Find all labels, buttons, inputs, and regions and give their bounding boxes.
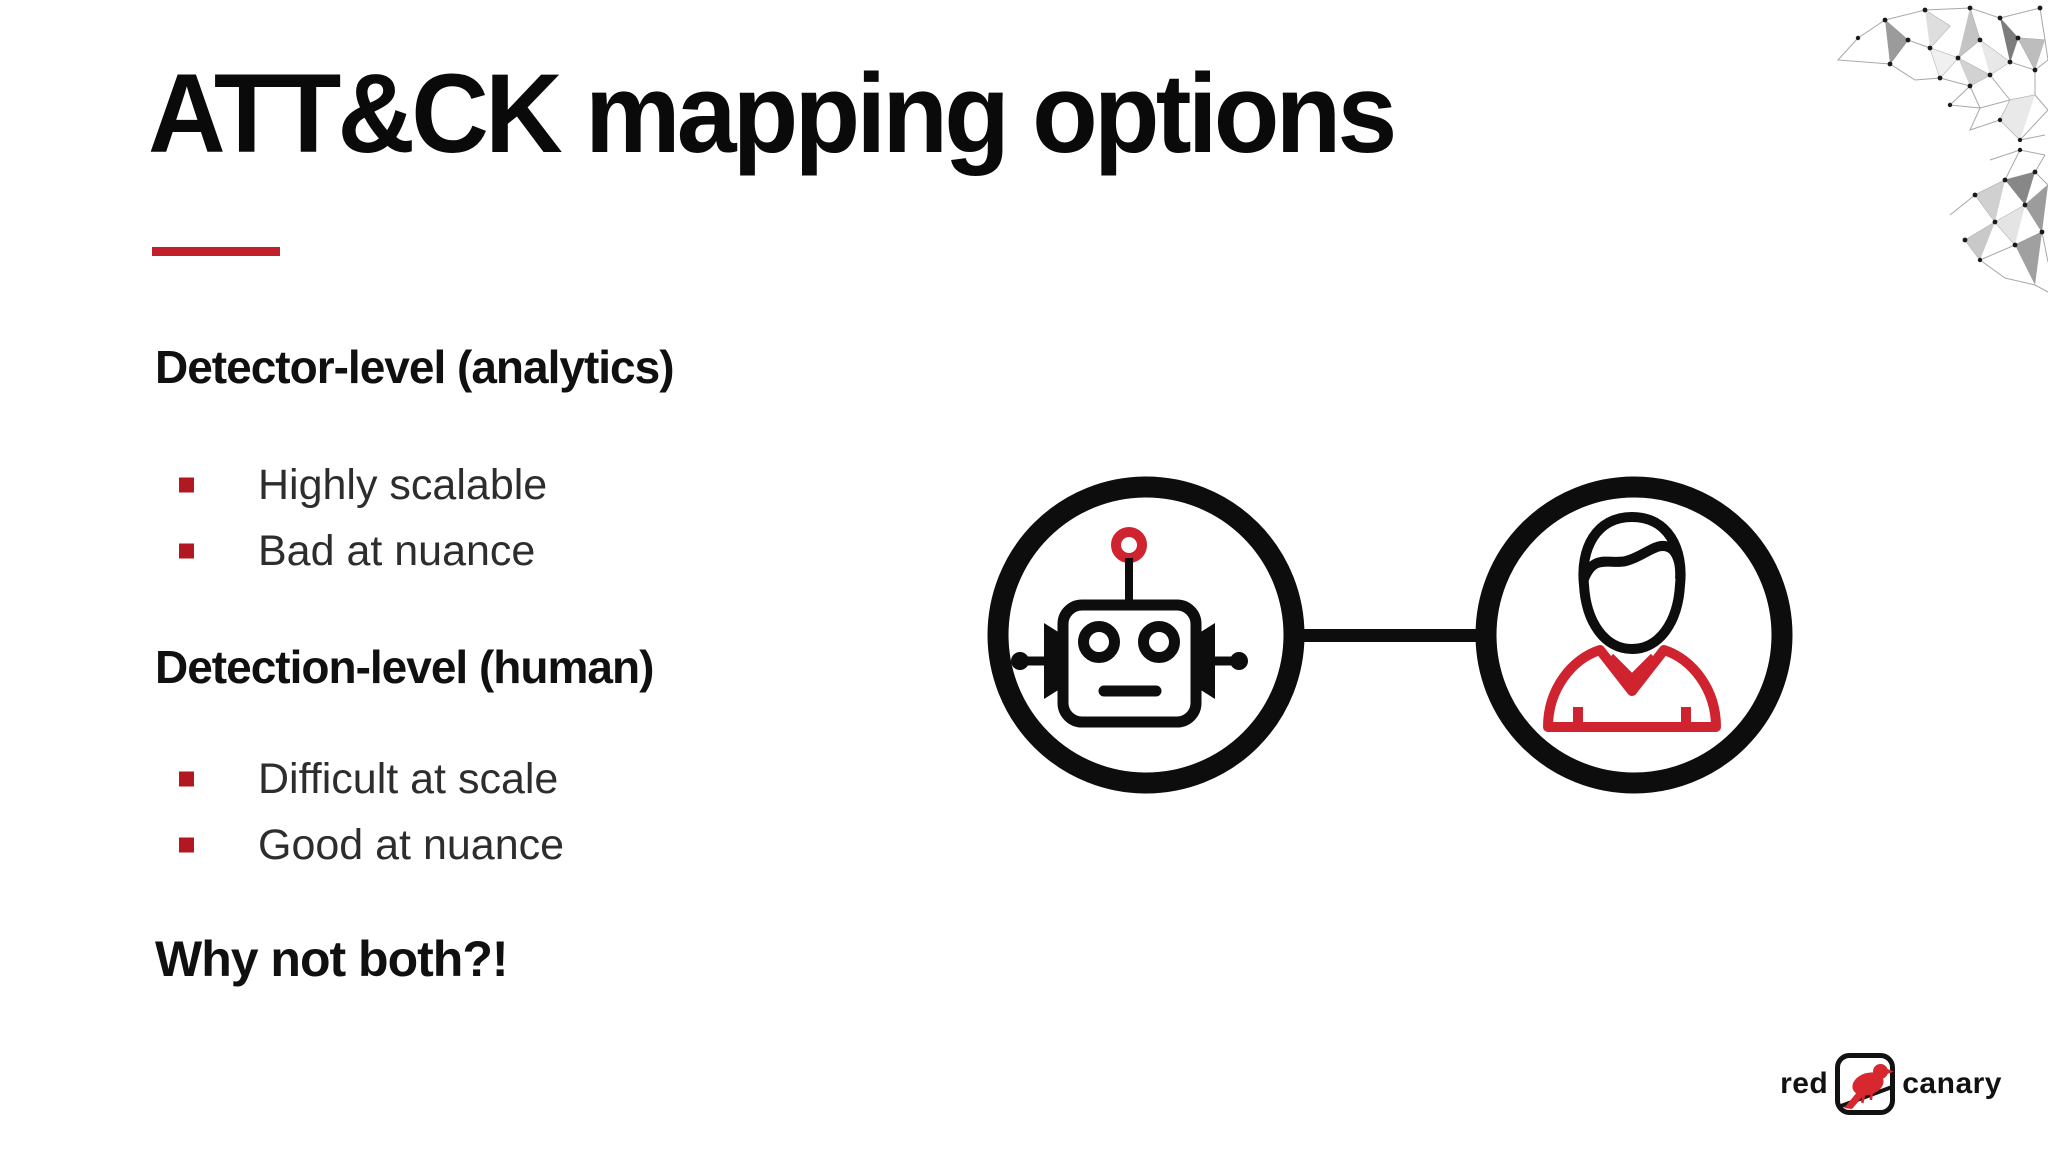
diagram-node-human [1464,465,1804,805]
list-item: Good at nuance [179,812,564,878]
bullet-square-icon [179,477,194,493]
list-item: Bad at nuance [179,518,547,584]
list-item: Highly scalable [179,452,547,518]
network-mesh-decoration [1836,5,2048,293]
bullet-square-icon [179,771,194,787]
canary-bird-icon [1835,1053,1896,1115]
bullet-square-icon [179,543,194,559]
robot-icon [987,476,1305,794]
bullet-list-detection: Difficult at scale Good at nuance [179,746,564,878]
diagram-node-analytics [976,465,1316,805]
title-accent-rule [152,247,280,256]
section-heading-detector-level: Detector-level (analytics) [155,341,675,393]
list-item: Difficult at scale [179,746,564,812]
section-heading-detection-level: Detection-level (human) [155,641,654,693]
logo-word-canary: canary [1902,1067,2002,1100]
logo-word-red: red [1780,1067,1829,1100]
bullet-list-detector: Highly scalable Bad at nuance [179,452,547,584]
person-icon [1475,476,1793,794]
closing-statement: Why not both?! [155,931,509,987]
slide-title: ATT&CK mapping options [148,51,1397,176]
diagram-connector-line [1296,629,1484,642]
red-canary-logo: red canary [1780,1052,2002,1116]
bullet-square-icon [179,837,194,853]
bullet-text: Highly scalable [258,460,548,509]
bullet-text: Good at nuance [258,820,565,869]
bullet-text: Bad at nuance [258,526,536,575]
bullet-text: Difficult at scale [258,754,559,803]
